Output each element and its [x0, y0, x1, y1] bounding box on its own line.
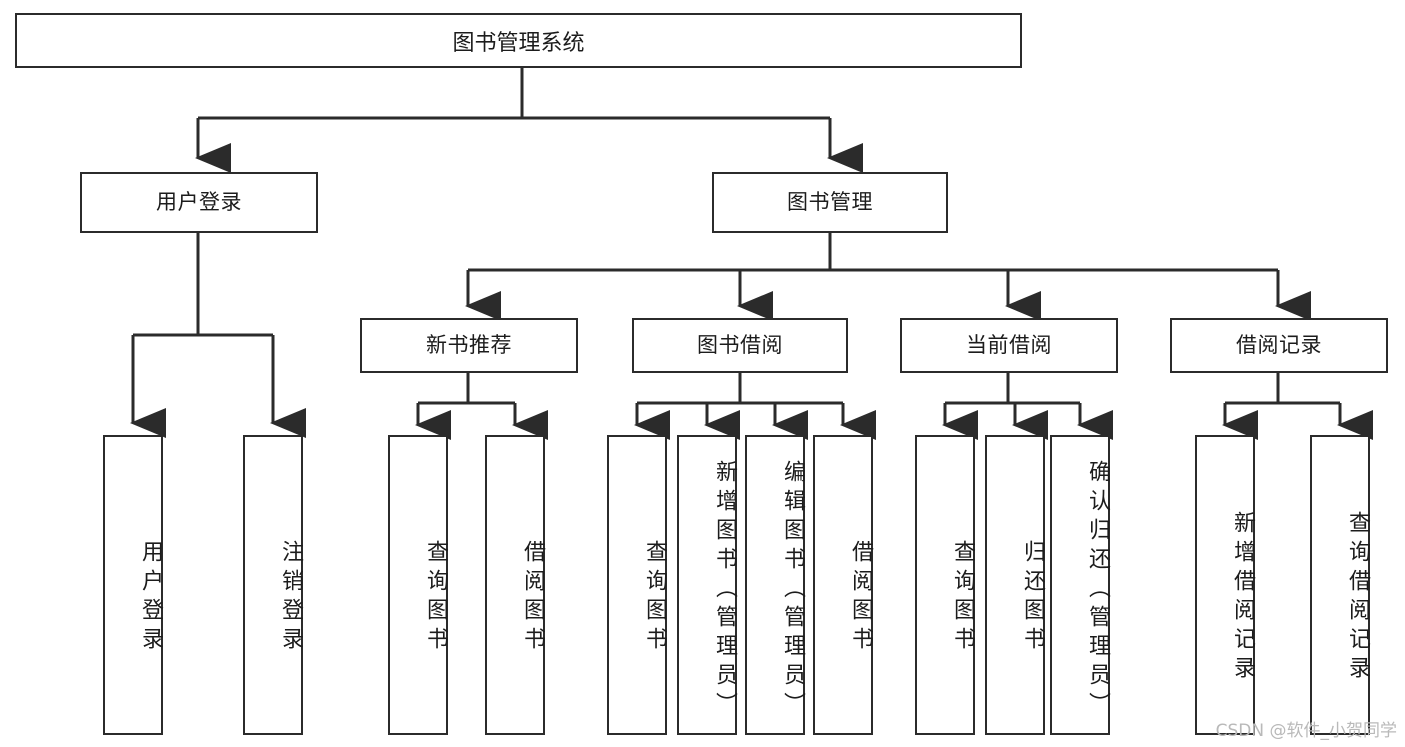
node-label: 图书管理	[787, 189, 873, 214]
leaf-user-login-login[interactable]: 用户登录	[103, 435, 163, 735]
node-label: 注销登录	[278, 540, 303, 656]
node-label: 用户登录	[138, 540, 163, 656]
node-label: 归还图书	[1020, 540, 1045, 656]
node-label: 借阅记录	[1236, 332, 1322, 357]
leaf-borrow-edit-book-admin[interactable]: 编辑图书（管理员）	[745, 435, 805, 735]
node-label: 新增借阅记录	[1230, 511, 1255, 685]
leaf-user-login-logout[interactable]: 注销登录	[243, 435, 303, 735]
leaf-borrow-query-book[interactable]: 查询图书	[607, 435, 667, 735]
leaf-recommend-query-book[interactable]: 查询图书	[388, 435, 448, 735]
leaf-recommend-borrow-book[interactable]: 借阅图书	[485, 435, 545, 735]
node-root-system[interactable]: 图书管理系统	[15, 13, 1022, 68]
node-user-login[interactable]: 用户登录	[80, 172, 318, 233]
node-label: 编辑图书（管理员）	[780, 459, 805, 721]
node-label: 图书管理系统	[452, 30, 585, 56]
node-label: 查询图书	[423, 540, 448, 656]
leaf-borrow-borrow-book[interactable]: 借阅图书	[813, 435, 873, 735]
node-label: 查询图书	[950, 540, 975, 656]
node-label: 用户登录	[156, 189, 242, 214]
node-label: 新书推荐	[426, 332, 512, 357]
leaf-current-return-book[interactable]: 归还图书	[985, 435, 1045, 735]
node-new-book-recommend[interactable]: 新书推荐	[360, 318, 578, 373]
leaf-record-add-record[interactable]: 新增借阅记录	[1195, 435, 1255, 735]
node-label: 当前借阅	[966, 332, 1052, 357]
node-label: 确认归还（管理员）	[1085, 459, 1110, 721]
leaf-borrow-add-book-admin[interactable]: 新增图书（管理员）	[677, 435, 737, 735]
node-label: 借阅图书	[848, 540, 873, 656]
node-label: 查询借阅记录	[1345, 511, 1370, 685]
leaf-current-query-book[interactable]: 查询图书	[915, 435, 975, 735]
leaf-record-query-record[interactable]: 查询借阅记录	[1310, 435, 1370, 735]
node-book-borrow[interactable]: 图书借阅	[632, 318, 848, 373]
csdn-watermark: CSDN @软件_小贺同学	[1215, 721, 1397, 741]
node-current-borrow[interactable]: 当前借阅	[900, 318, 1118, 373]
node-label: 借阅图书	[520, 540, 545, 656]
node-label: 查询图书	[642, 540, 667, 656]
node-book-management[interactable]: 图书管理	[712, 172, 948, 233]
leaf-current-confirm-return-admin[interactable]: 确认归还（管理员）	[1050, 435, 1110, 735]
node-label: 图书借阅	[697, 332, 783, 357]
node-borrow-record[interactable]: 借阅记录	[1170, 318, 1388, 373]
node-label: 新增图书（管理员）	[712, 459, 737, 721]
